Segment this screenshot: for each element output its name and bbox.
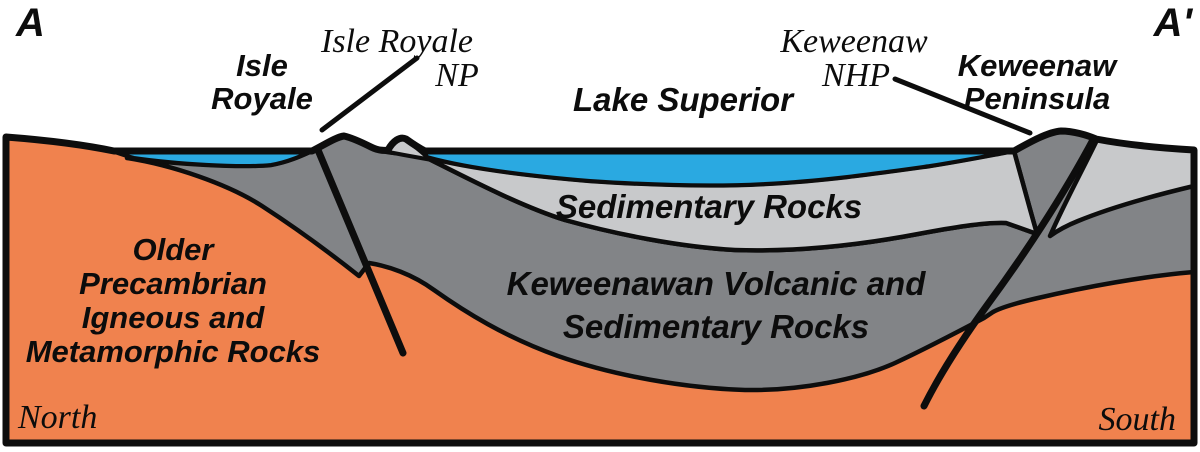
isle-royale-np-label-line2: NP — [435, 57, 479, 94]
isle-royale-fault-line — [314, 146, 407, 357]
keweenaw-nhp-pointer-line — [892, 76, 1033, 136]
sedimentary-rocks-label: Sedimentary Rocks — [555, 188, 863, 225]
keweenaw-nhp-label-line2: NHP — [822, 57, 890, 94]
water-region-main — [422, 149, 1016, 188]
lake-superior-label: Lake Superior — [572, 81, 794, 118]
section-label-a: A — [16, 1, 45, 45]
isle-royale-label: Isle Royale — [211, 48, 313, 116]
older-precambrian-label: Older Precambrian Igneous and Metamorphi… — [25, 232, 321, 369]
keweenaw-peninsula-label: Keweenaw Peninsula — [957, 48, 1117, 116]
north-label: North — [18, 399, 98, 436]
keweenaw-nhp-label-line1: Keweenaw — [780, 23, 928, 60]
section-border — [2, 127, 1198, 447]
water-region-west — [110, 149, 314, 169]
isle-royale-np-label-line1: Isle Royale — [321, 23, 473, 60]
keweenaw-fault-line — [920, 134, 1098, 410]
isle-royale-np-pointer-line — [319, 55, 420, 133]
south-label: South — [1098, 401, 1176, 438]
section-label-a-prime: A' — [1153, 1, 1192, 45]
keweenawan-label: Keweenawan Volcanic and Sedimentary Rock… — [506, 265, 926, 345]
